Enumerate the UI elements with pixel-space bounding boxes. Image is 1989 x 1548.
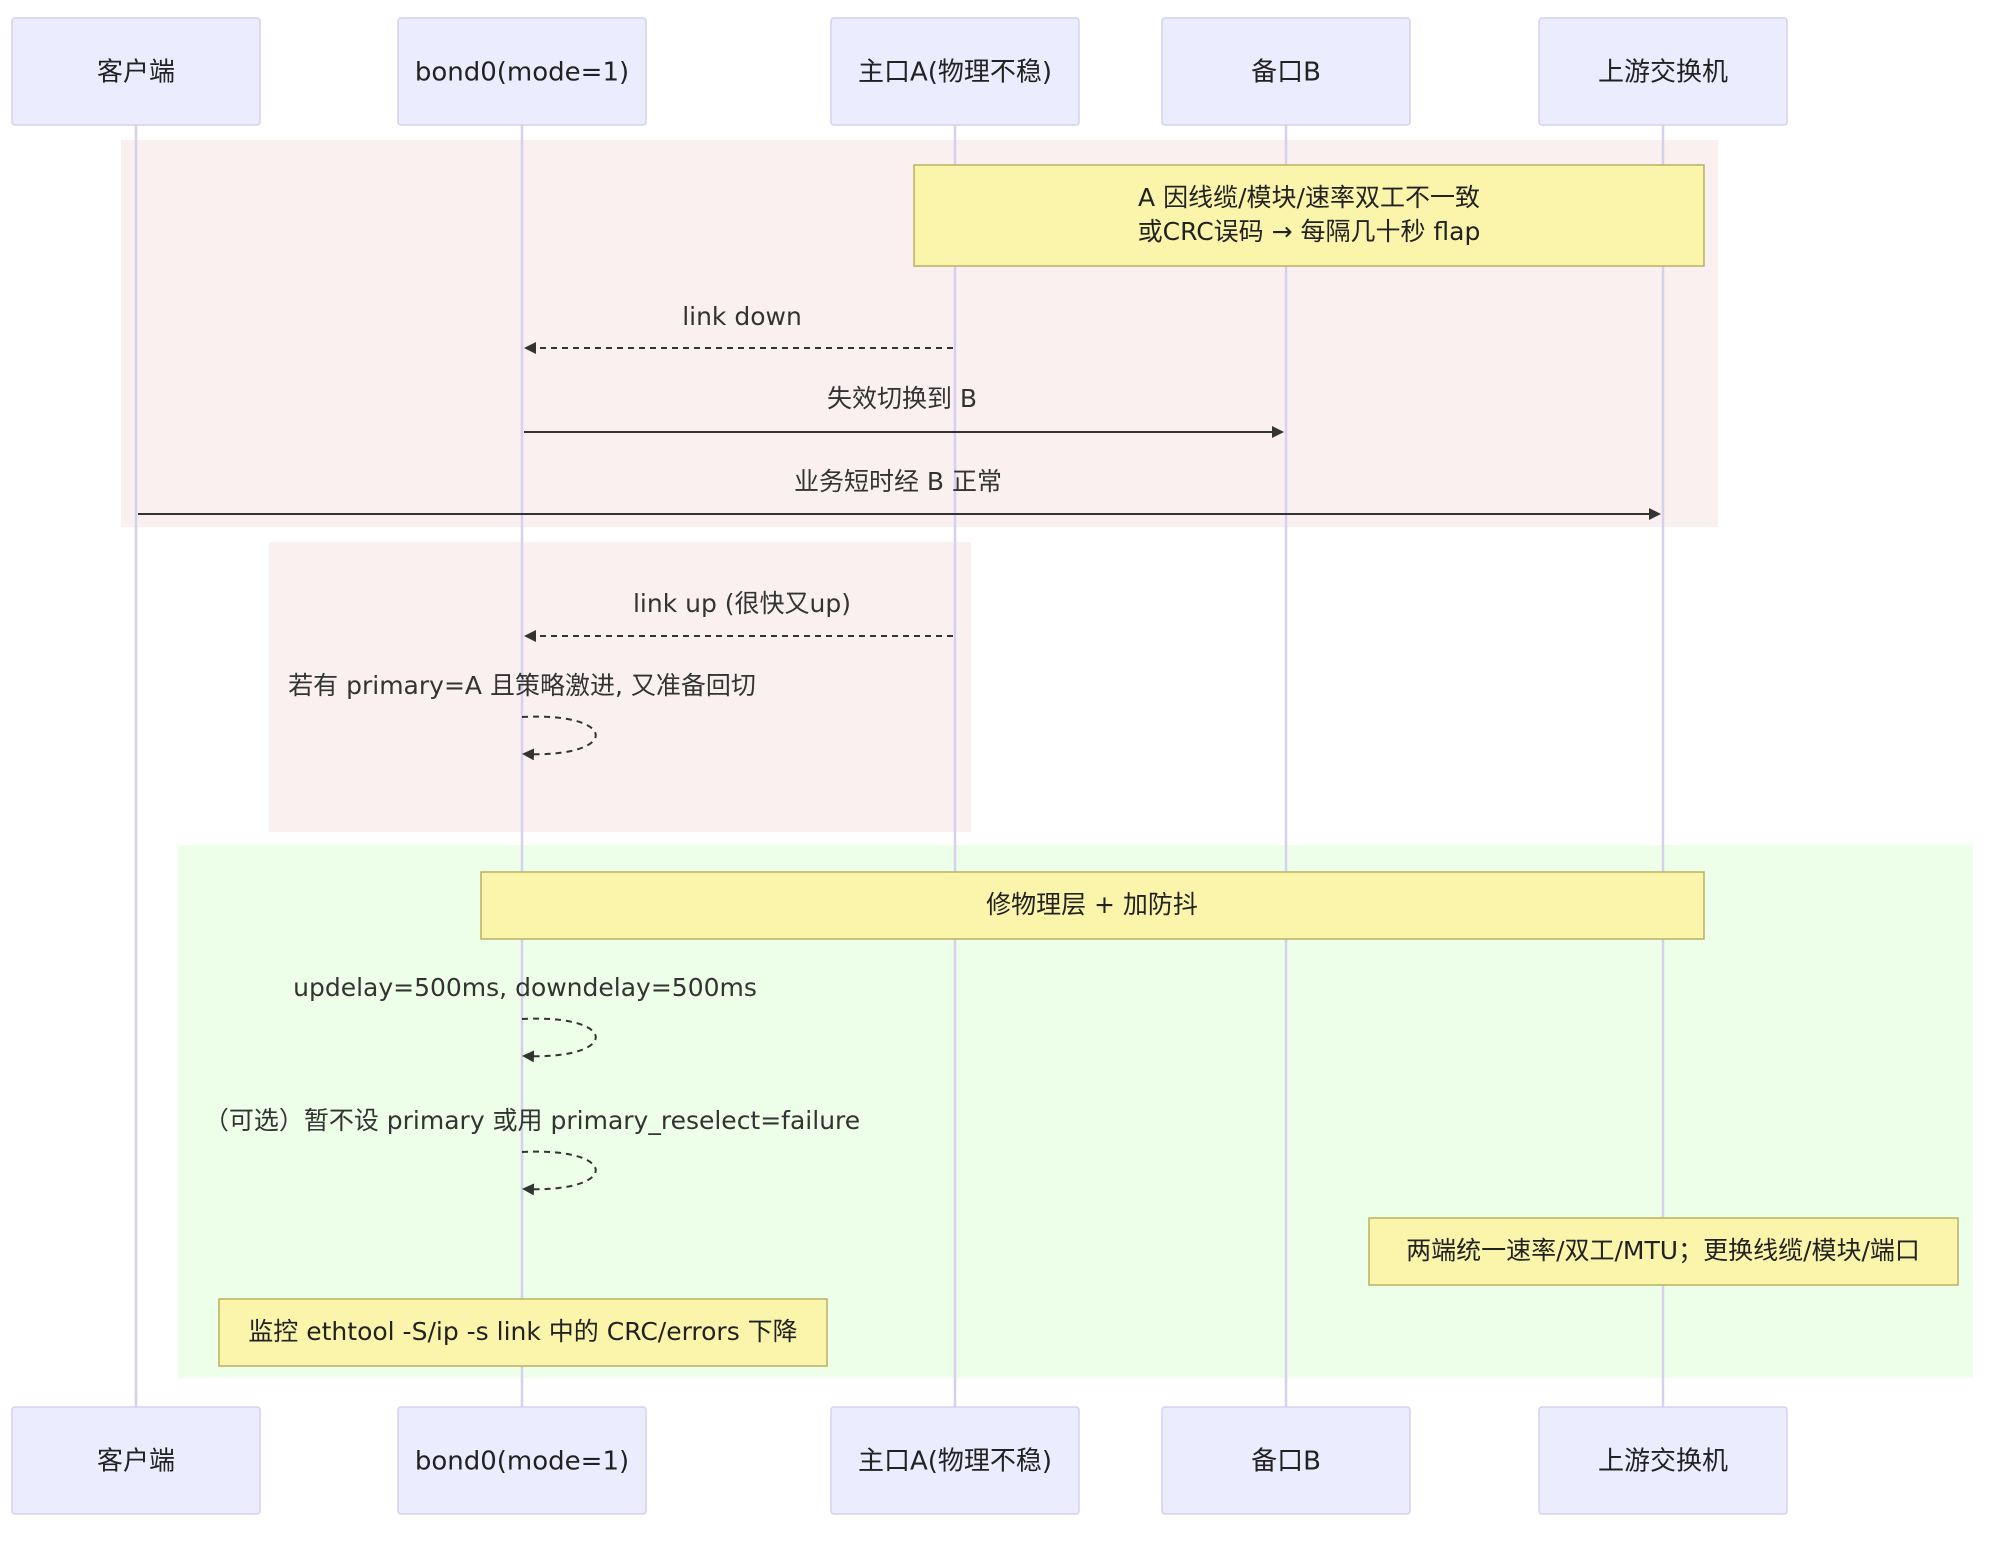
note-fix-text: 修物理层 + 加防抖 xyxy=(986,890,1198,919)
actor-bond0-top: bond0(mode=1) xyxy=(397,17,647,126)
actor-label: 主口A(物理不稳) xyxy=(858,58,1052,88)
message-optional-loop xyxy=(521,1150,597,1196)
actor-label: bond0(mode=1) xyxy=(415,58,629,88)
actor-label: 客户端 xyxy=(97,1447,175,1477)
actor-port-a-bottom: 主口A(物理不稳) xyxy=(830,1406,1080,1515)
actor-switch-top: 上游交换机 xyxy=(1538,17,1788,126)
actor-label: 备口B xyxy=(1251,58,1321,88)
note-fix: 修物理层 + 加防抖 xyxy=(480,871,1705,940)
note-flap: A 因线缆/模块/速率双工不一致 或CRC误码 → 每隔几十秒 flap xyxy=(913,164,1705,267)
message-link-up-label: link up (很快又up) xyxy=(633,589,851,618)
note-unify: 两端统一速率/双工/MTU；更换线缆/模块/端口 xyxy=(1368,1217,1959,1286)
note-monitor-text: 监控 ethtool -S/ip -s link 中的 CRC/errors 下… xyxy=(248,1317,797,1346)
message-delays-loop xyxy=(521,1017,597,1063)
actor-label: 上游交换机 xyxy=(1598,1447,1728,1477)
actor-port-a-top: 主口A(物理不稳) xyxy=(830,17,1080,126)
actor-port-b-bottom: 备口B xyxy=(1161,1406,1411,1515)
actor-client-top: 客户端 xyxy=(11,17,261,126)
actor-switch-bottom: 上游交换机 xyxy=(1538,1406,1788,1515)
actor-label: 上游交换机 xyxy=(1598,58,1728,88)
message-delays-label: updelay=500ms, downdelay=500ms xyxy=(293,973,757,1002)
note-flap-line1: A 因线缆/模块/速率双工不一致 xyxy=(1138,183,1480,212)
actor-label: bond0(mode=1) xyxy=(415,1447,629,1477)
actor-label: 备口B xyxy=(1251,1447,1321,1477)
actor-label: 客户端 xyxy=(97,58,175,88)
actor-label: 主口A(物理不稳) xyxy=(858,1447,1052,1477)
message-traffic-label: 业务短时经 B 正常 xyxy=(794,467,1002,496)
note-flap-line2: 或CRC误码 → 每隔几十秒 flap xyxy=(1138,217,1481,246)
message-reswitch-label: 若有 primary=A 且策略激进, 又准备回切 xyxy=(288,671,756,700)
note-monitor: 监控 ethtool -S/ip -s link 中的 CRC/errors 下… xyxy=(218,1298,828,1367)
message-optional-label: （可选）暂不设 primary 或用 primary_reselect=fail… xyxy=(204,1106,860,1135)
actor-client-bottom: 客户端 xyxy=(11,1406,261,1515)
note-unify-text: 两端统一速率/双工/MTU；更换线缆/模块/端口 xyxy=(1406,1236,1920,1265)
highlight-region-linkup xyxy=(269,542,971,832)
actor-bond0-bottom: bond0(mode=1) xyxy=(397,1406,647,1515)
message-reswitch-loop xyxy=(521,715,597,761)
actor-port-b-top: 备口B xyxy=(1161,17,1411,126)
message-failover-label: 失效切换到 B xyxy=(827,384,977,413)
message-link-down-label: link down xyxy=(682,302,802,331)
